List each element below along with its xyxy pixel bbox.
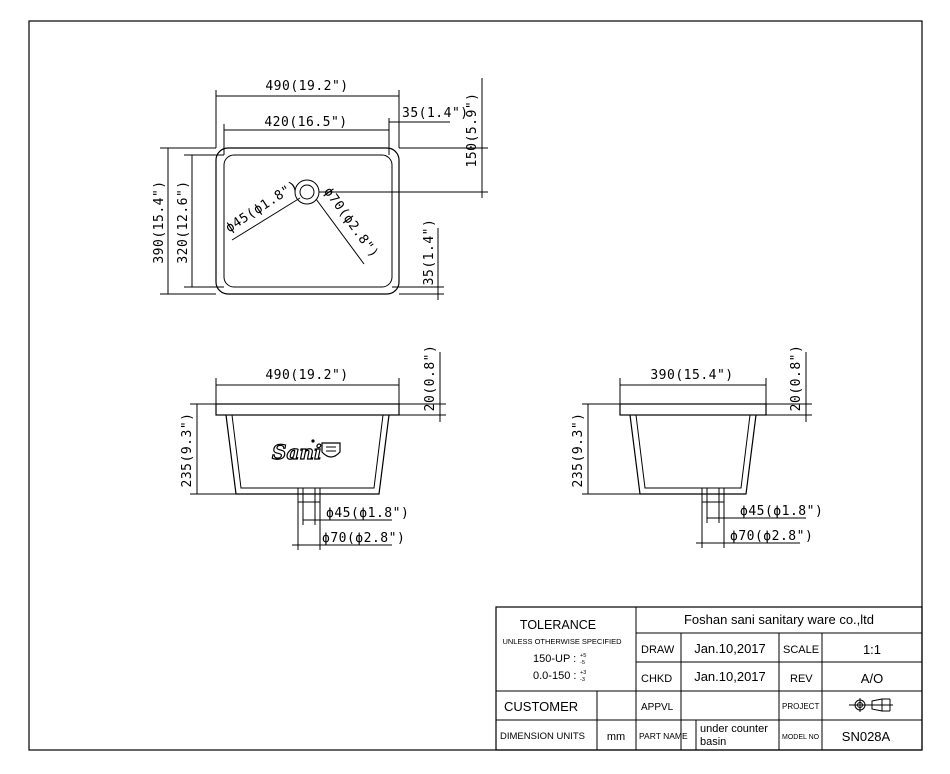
title-block: [495, 606, 923, 751]
top-view: [160, 78, 488, 300]
front-rim: [215, 403, 400, 416]
draw-date: Jan.10,2017: [694, 641, 766, 656]
side-bowl-outline: [629, 414, 757, 495]
dimension-units-label: DIMENSION UNITS: [500, 731, 585, 742]
projection-symbol-icon: [849, 698, 893, 712]
customer-label: CUSTOMER: [504, 699, 578, 714]
tolerance-line-1: 150-UP :: [533, 653, 576, 665]
drain-inner-circle: [299, 184, 315, 200]
sheet-border: [28, 20, 923, 751]
tolerance-line-1-upper: +5: [580, 653, 586, 659]
chkd-label: CHKD: [641, 673, 672, 685]
top-overall-width-label: 490(19.2"): [265, 79, 348, 94]
front-rim-thickness-label: 20(0.8"): [423, 345, 438, 412]
top-inner-depth-label: 320(12.6"): [176, 180, 191, 263]
appvl-label: APPVL: [641, 702, 674, 713]
dimension-units-value: mm: [607, 731, 625, 743]
top-rim-bottom-label: 35(1.4"): [422, 219, 437, 286]
model-no-label: MODEL NO: [782, 734, 820, 741]
tolerance-line-2-upper: +3: [580, 670, 586, 676]
unless-specified-label: UNLESS OTHERWISE SPECIFIED: [502, 637, 622, 646]
side-drain: [701, 487, 725, 503]
side-drain-large-label: ϕ70(ϕ2.8"): [730, 529, 813, 544]
front-view: [190, 352, 446, 550]
tolerance-line-1-lower: -5: [580, 660, 585, 666]
front-drain: [297, 487, 321, 503]
top-drain-offset-label: 150(5.9"): [465, 93, 480, 168]
tolerance-label: TOLERANCE: [520, 618, 596, 632]
side-view: [582, 352, 812, 548]
chkd-date: Jan.10,2017: [694, 669, 766, 684]
front-width-label: 490(19.2"): [265, 368, 348, 383]
front-height-label: 235(9.3"): [180, 413, 195, 488]
scale-value: 1:1: [863, 642, 881, 657]
top-drain-large-label: ϕ70(ϕ2.8"): [320, 185, 381, 261]
front-bowl-outline: [225, 414, 390, 495]
side-rim-thickness-label: 20(0.8"): [789, 345, 804, 412]
side-drain-small-label: ϕ45(ϕ1.8"): [740, 504, 823, 519]
project-label: PROJECT: [782, 702, 819, 711]
part-name-line-1: under counter: [700, 723, 768, 735]
side-bowl-inner: [635, 414, 751, 489]
side-rim: [619, 403, 767, 416]
top-overall-depth-label: 390(15.4"): [152, 180, 167, 263]
part-name-line-2: basin: [700, 736, 726, 748]
model-no-value: SN028A: [842, 729, 891, 744]
side-width-label: 390(15.4"): [650, 368, 733, 383]
draw-label: DRAW: [641, 644, 675, 656]
upc-badge-icon: [321, 442, 341, 458]
sani-logo-text: Sani: [272, 440, 322, 464]
front-logo: Sani: [271, 439, 341, 465]
rev-label: REV: [790, 673, 813, 685]
basin-inner-outline: [223, 154, 393, 288]
company-name: Foshan sani sanitary ware co.,ltd: [684, 612, 874, 627]
part-name-label: PART NAME: [639, 731, 688, 741]
top-rim-right-label: 35(1.4"): [402, 106, 469, 121]
front-drain-small-label: ϕ45(ϕ1.8"): [326, 506, 409, 521]
top-inner-width-label: 420(16.5"): [264, 115, 347, 130]
front-drain-large-label: ϕ70(ϕ2.8"): [322, 531, 405, 546]
basin-outer-outline: [215, 147, 400, 295]
scale-label: SCALE: [783, 644, 819, 656]
top-drain-small-label: ϕ45(ϕ1.8"): [223, 178, 301, 236]
tolerance-line-2-lower: -3: [580, 677, 585, 683]
tolerance-line-2: 0.0-150 :: [533, 670, 576, 682]
rev-value: A/O: [861, 671, 883, 686]
side-height-label: 235(9.3"): [571, 413, 586, 488]
